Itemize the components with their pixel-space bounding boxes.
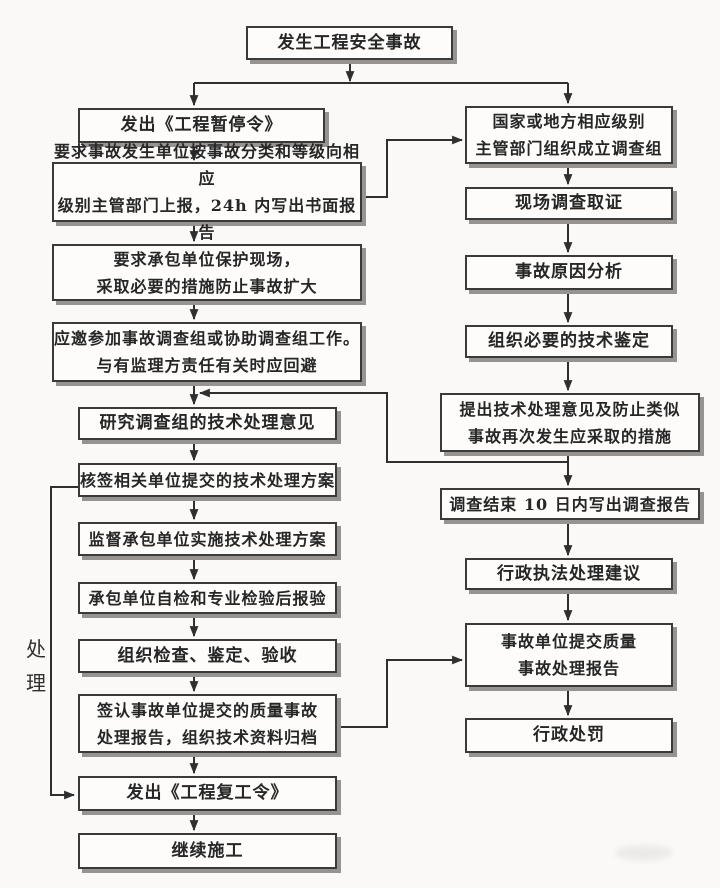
flow-node-join-investigation: 应邀参加事故调查组或协助调查组工作。 与有监理方责任有关时应回避: [52, 322, 362, 382]
side-label-handling: 处 理: [26, 637, 46, 695]
flow-node-cause-analysis: 事故原因分析: [465, 255, 673, 290]
flow-node-authority-forms-investigation-team: 国家或地方相应级别 主管部门组织成立调查组: [465, 106, 673, 164]
flow-node-supervise-implementation: 监督承包单位实施技术处理方案: [78, 522, 337, 556]
flow-node-protect-site: 要求承包单位保护现场， 采取必要的措施防止事故扩大: [52, 244, 362, 301]
connector-report-to-team: [362, 135, 464, 198]
flow-node-administrative-enforcement-suggestion: 行政执法处理建议: [465, 558, 673, 590]
flow-node-report-to-authorities: 要求事故发生单位按事故分类和等级向相应 级别主管部门上报，24h 内写出书面报告: [52, 142, 362, 242]
flow-node-propose-technical-measures: 提出技术处理意见及防止类似 事故再次发生应采取的措施: [440, 393, 700, 452]
flow-node-administrative-penalty: 行政处罚: [465, 718, 673, 753]
connector-resume-feedback: [50, 486, 78, 800]
flow-node-contractor-self-inspection: 承包单位自检和专业检验后报验: [78, 582, 337, 614]
flow-node-countersign-accident-report: 签认事故单位提交的质量事故 处理报告，组织技术资料归档: [78, 694, 337, 753]
flow-node-unit-submits-accident-report: 事故单位提交质量 事故处理报告: [465, 623, 673, 687]
flow-node-countersign-technical-plan: 核签相关单位提交的技术处理方案: [78, 463, 337, 497]
flow-node-organize-inspection-acceptance: 组织检查、鉴定、验收: [78, 639, 337, 673]
connector-technical-feedback: [198, 388, 568, 463]
flow-node-issue-resume-order: 发出《工程复工令》: [78, 776, 337, 811]
flow-node-review-technical-opinion: 研究调查组的技术处理意见: [78, 407, 337, 440]
flow-node-technical-appraisal: 组织必要的技术鉴定: [465, 325, 673, 358]
flow-node-investigation-report-10-days: 调查结束 10 日内写出调查报告: [440, 488, 700, 520]
watermark-smudge: [615, 845, 673, 861]
connector-submit-report: [337, 655, 464, 728]
flow-node-site-investigation: 现场调查取证: [465, 187, 673, 220]
flow-node-resume-construction: 继续施工: [78, 833, 337, 869]
flow-node-issue-suspension-order: 发出《工程暂停令》: [78, 108, 325, 143]
flow-node-accident-occurs: 发生工程安全事故: [246, 26, 453, 60]
